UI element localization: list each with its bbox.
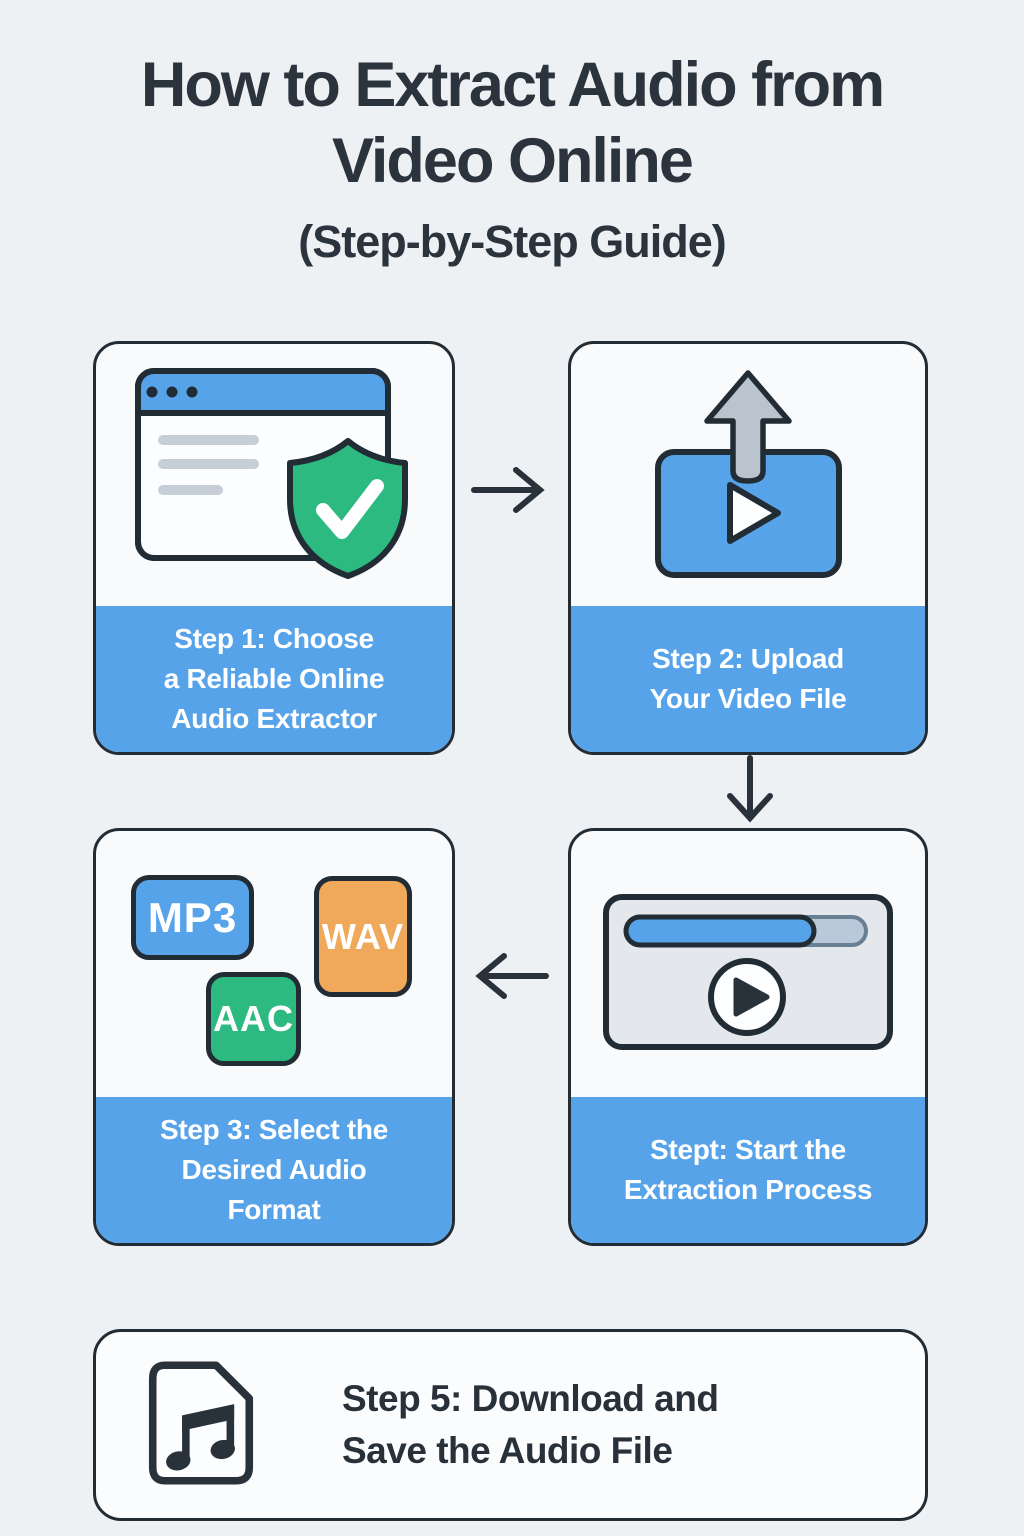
arrow-left-icon — [470, 946, 550, 1011]
page-title: How to Extract Audio from Video Online — [140, 50, 885, 196]
step-3-card: MP3 WAV AAC Step 3: Select the Desired A… — [93, 828, 455, 1246]
step-1-label: Step 1: Choose a Reliable Online Audio E… — [96, 606, 452, 752]
step-5-banner: Step 5: Download and Save the Audio File — [93, 1329, 928, 1521]
step-2-icon-area — [571, 344, 925, 606]
step-1-card: Step 1: Choose a Reliable Online Audio E… — [93, 341, 455, 755]
step-5-label: Step 5: Download and Save the Audio File — [342, 1378, 719, 1471]
wav-format-badge: WAV — [314, 876, 412, 997]
arrow-down-icon — [720, 754, 780, 831]
step-2-card: Step 2: Upload Your Video File — [568, 341, 928, 755]
upload-video-icon — [648, 367, 848, 584]
arrow-right-icon — [470, 460, 550, 525]
progress-bar-fill — [623, 914, 817, 947]
step-1-icon-area — [96, 344, 452, 606]
step-4-icon-area — [571, 831, 925, 1097]
step-4-label: Stept: Start the Extraction Process — [571, 1097, 925, 1243]
page-subtitle: (Step-by-Step Guide) — [298, 216, 727, 267]
step-4-card: Stept: Start the Extraction Process — [568, 828, 928, 1246]
browser-shield-check-icon — [134, 363, 414, 588]
audio-format-badges-icon: MP3 WAV AAC — [96, 831, 452, 1097]
audio-file-icon — [148, 1360, 254, 1491]
aac-format-badge: AAC — [206, 972, 301, 1066]
mp3-format-badge: MP3 — [131, 875, 254, 960]
extraction-player-icon — [602, 893, 894, 1056]
step-3-label: Step 3: Select the Desired Audio Format — [96, 1097, 452, 1243]
step-2-label: Step 2: Upload Your Video File — [571, 606, 925, 752]
